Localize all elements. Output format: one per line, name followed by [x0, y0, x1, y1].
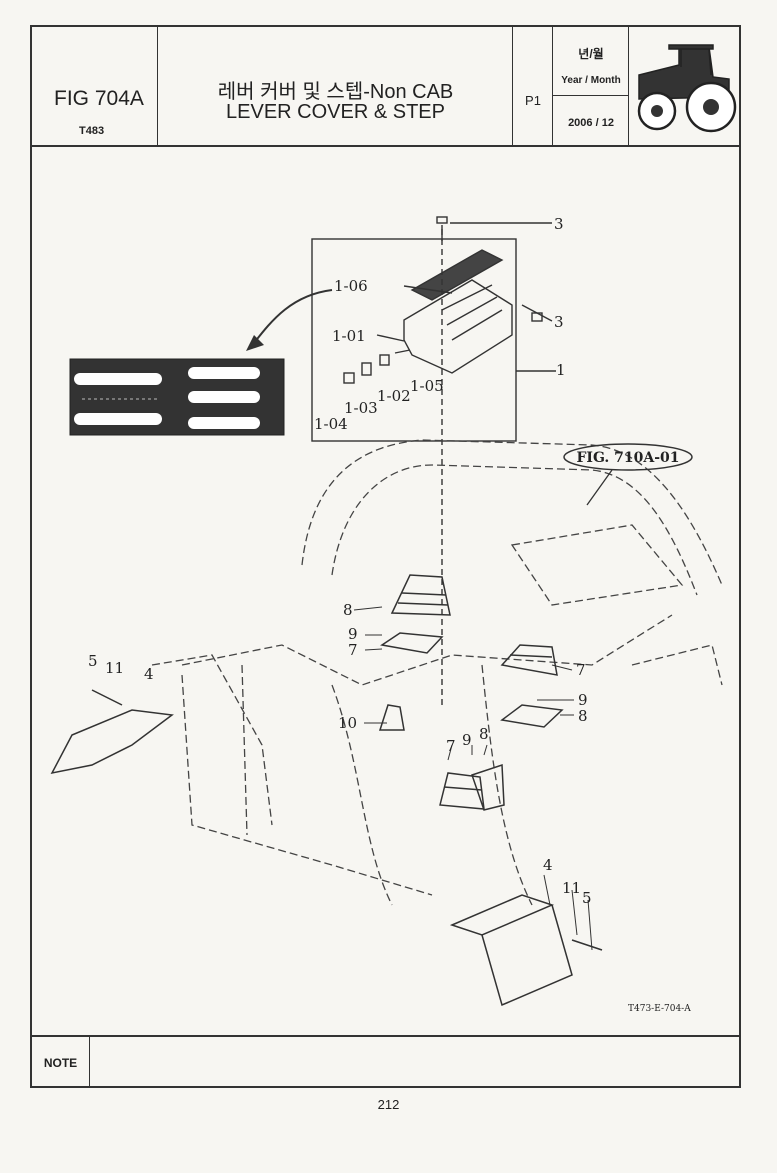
fig-label: FIG 704A: [54, 87, 144, 110]
title-english: LEVER COVER & STEP: [226, 101, 445, 123]
parts-drawing: 3 1-06 3 1-01 1 1-05 1-02 1-03 1-04 8 9 …: [32, 145, 739, 1035]
callout-8-lower: 8: [479, 725, 489, 743]
page-code: P1: [525, 93, 541, 108]
tractor-icon: [629, 27, 739, 145]
callout-8-right: 8: [578, 707, 588, 725]
fig-cell: FIG 704A T483: [32, 27, 158, 145]
page-code-cell: P1: [513, 27, 553, 145]
reference-fig-label: FIG. 710A-01: [576, 450, 679, 466]
callout-7-right: 7: [576, 661, 586, 679]
decal-illustration: [69, 358, 285, 436]
callout-1-06: 1-06: [334, 277, 368, 295]
page-frame: FIG 704A T483 레버 커버 및 스텝-Non CAB LEVER C…: [30, 25, 741, 1088]
callout-7-upper: 7: [348, 641, 358, 659]
note-row: NOTE: [32, 1035, 739, 1088]
year-month-label: Year / Month: [561, 75, 621, 86]
header: FIG 704A T483 레버 커버 및 스텝-Non CAB LEVER C…: [32, 27, 739, 147]
title-korean: 레버 커버 및 스텝-Non CAB: [217, 81, 454, 103]
callout-4-bottom: 4: [543, 856, 553, 874]
callout-7-lower: 7: [446, 737, 456, 755]
callout-8-upper: 8: [343, 601, 353, 619]
note-label: NOTE: [32, 1037, 90, 1088]
callout-3-right: 3: [554, 313, 564, 331]
callout-1-01: 1-01: [332, 327, 366, 345]
callout-10: 10: [338, 714, 357, 732]
callout-4-left: 4: [144, 665, 154, 683]
page-number: 212: [377, 1097, 400, 1112]
callout-5-left: 5: [88, 652, 98, 670]
model-code: T483: [79, 125, 105, 137]
callout-11-bottom: 11: [562, 879, 581, 897]
drawing-code: T473-E-704-A: [628, 1004, 691, 1014]
year-month-korean: 년/월: [578, 47, 604, 61]
callout-9-right: 9: [578, 691, 588, 709]
callout-1-04: 1-04: [314, 415, 348, 433]
callout-11-left: 11: [105, 659, 124, 677]
callout-3-top: 3: [554, 215, 564, 233]
title-cell: 레버 커버 및 스텝-Non CAB LEVER COVER & STEP: [158, 27, 513, 145]
date-divider: [553, 95, 629, 96]
date-value: 2006 / 12: [568, 117, 614, 129]
callout-9-lower: 9: [462, 731, 472, 749]
callout-1: 1: [556, 361, 566, 379]
callout-9-upper: 9: [348, 625, 358, 643]
callout-1-05: 1-05: [410, 377, 444, 395]
date-cell: 년/월 Year / Month 2006 / 12: [553, 27, 629, 145]
callout-5-bottom: 5: [582, 889, 592, 907]
callout-1-03: 1-03: [344, 399, 378, 417]
callout-1-02: 1-02: [377, 387, 411, 405]
